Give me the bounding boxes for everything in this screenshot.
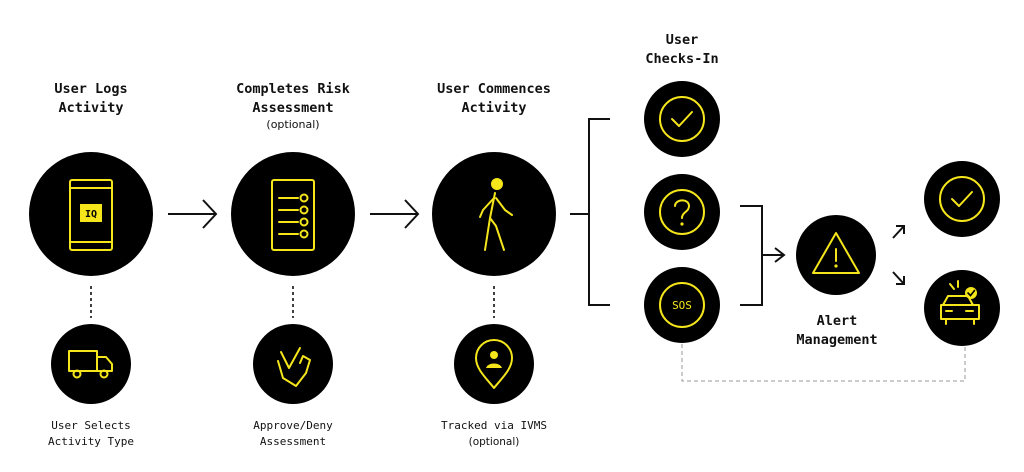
- hand-check-icon: [277, 347, 311, 387]
- risk-caption: Approve/Deny Assessment: [253, 418, 332, 450]
- arrow-3-head: [774, 247, 786, 263]
- alert-title: Alert Management: [796, 312, 877, 350]
- risk-caption-line2: Assessment: [259, 435, 327, 448]
- commence-title: User Commences Activity: [437, 80, 551, 118]
- approve-circle: [253, 324, 333, 404]
- logs-title-line1: User Logs: [54, 81, 128, 97]
- logs-caption-line1: User Selects: [51, 419, 131, 432]
- step-commence: [432, 152, 556, 404]
- checklist-icon: [271, 179, 315, 251]
- vehicle-alert-icon: [940, 280, 980, 325]
- phone-iq-icon: IQ: [69, 179, 113, 251]
- sos-icon: SOS: [659, 282, 705, 328]
- arrow-down-right: [892, 271, 905, 285]
- location-pin-icon: [475, 339, 513, 389]
- truck-circle: [51, 324, 131, 404]
- checkin-title-line2: Checks-In: [645, 51, 719, 67]
- checkin-bracket: [588, 118, 610, 306]
- resolved-circle: [924, 161, 1000, 237]
- risk-circle: [231, 152, 355, 276]
- walking-person-icon: [479, 178, 513, 251]
- checkin-sos-circle: [644, 267, 720, 343]
- checkmark-icon: [939, 176, 985, 222]
- checkin-title-line1: User: [665, 32, 699, 48]
- step-logs: IQ: [29, 152, 153, 404]
- sos-text: SOS: [672, 299, 692, 312]
- question-icon: [659, 189, 705, 235]
- checkin-question-circle: [644, 174, 720, 250]
- vehicle-circle: [924, 270, 1000, 346]
- step-checkin: SOS: [644, 81, 720, 343]
- commence-title-line2: Activity: [461, 100, 527, 116]
- risk-title-line2: Assessment: [252, 100, 334, 116]
- arrow-up-right: [892, 225, 905, 239]
- alert-title-line1: Alert: [816, 313, 858, 329]
- commence-title-line1: User Commences: [437, 81, 551, 97]
- commence-caption-note: (optional): [468, 436, 520, 448]
- iq-badge: IQ: [85, 209, 97, 220]
- risk-title: Completes Risk Assessment: [236, 80, 350, 118]
- arrow-2-head: [404, 199, 420, 229]
- checkmark-icon: [659, 96, 705, 142]
- alert-title-line2: Management: [796, 332, 878, 348]
- risk-caption-line1: Approve/Deny: [253, 419, 333, 432]
- arrow-1-head: [202, 199, 218, 229]
- risk-optional-note: (optional): [266, 118, 320, 131]
- commence-circle: [432, 152, 556, 276]
- commence-caption: Tracked via IVMS (optional): [441, 418, 547, 450]
- step-risk: [231, 152, 355, 404]
- return-dashed-path: [681, 344, 966, 382]
- checkin-title: User Checks-In: [645, 31, 718, 69]
- alert-bracket: [740, 205, 763, 306]
- checkin-ok-circle: [644, 81, 720, 157]
- logs-caption-line2: Activity Type: [47, 435, 135, 448]
- step-alert: [796, 215, 876, 295]
- risk-title-line1: Completes Risk: [236, 81, 350, 97]
- commence-caption-line1: Tracked via IVMS: [441, 419, 547, 432]
- logs-title: User Logs Activity: [54, 80, 127, 118]
- truck-icon: [68, 350, 113, 379]
- logs-title-line2: Activity: [58, 100, 124, 116]
- logs-caption: User Selects Activity Type: [48, 418, 134, 450]
- warning-icon: [812, 232, 860, 274]
